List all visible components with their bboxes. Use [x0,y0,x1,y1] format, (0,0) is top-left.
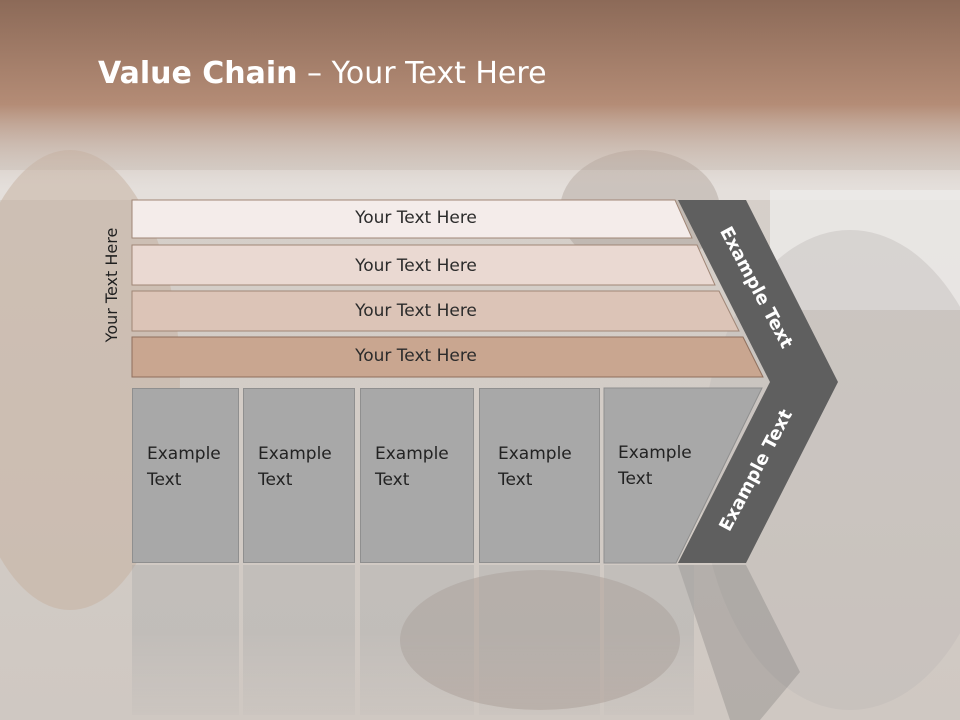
box-1-line-2: Text [147,470,182,490]
bar-3-label: Your Text Here [355,301,477,321]
box-2-line-1: Example [258,444,332,464]
slide-title: Value Chain – Your Text Here [98,56,547,91]
bar-3-shape [131,290,740,332]
bar-1-label: Your Text Here [355,208,477,228]
box-4-text: Example Text [498,441,594,493]
box-4-line-2: Text [498,470,533,490]
box-5-text: Example Text [618,440,714,492]
box-2: Example Text [243,388,355,563]
bar-4-shape [131,336,764,378]
box-2-line-2: Text [258,470,293,490]
box-3-text: Example Text [375,441,471,493]
box-1-line-1: Example [147,444,221,464]
title-rest: – Your Text Here [297,56,547,91]
box-5-line-2: Text [618,469,653,489]
box-3-line-2: Text [375,470,410,490]
bar-4-label: Your Text Here [355,346,477,366]
box-2-text: Example Text [258,441,354,493]
box-4: Example Text [479,388,600,563]
chevron-reflection [678,565,800,720]
box-5-shape [603,387,763,564]
box-4-line-1: Example [498,444,572,464]
bar-1-shape [131,199,693,239]
box-1: Example Text [132,388,239,563]
bar-2-label: Your Text Here [355,256,477,276]
title-bold: Value Chain [98,56,298,91]
box-3: Example Text [360,388,474,563]
chevron-shape [678,200,838,563]
box-1-text: Example Text [147,441,243,493]
bar-2-shape [131,244,716,286]
box-5-line-1: Example [618,443,692,463]
box-3-line-1: Example [375,444,449,464]
